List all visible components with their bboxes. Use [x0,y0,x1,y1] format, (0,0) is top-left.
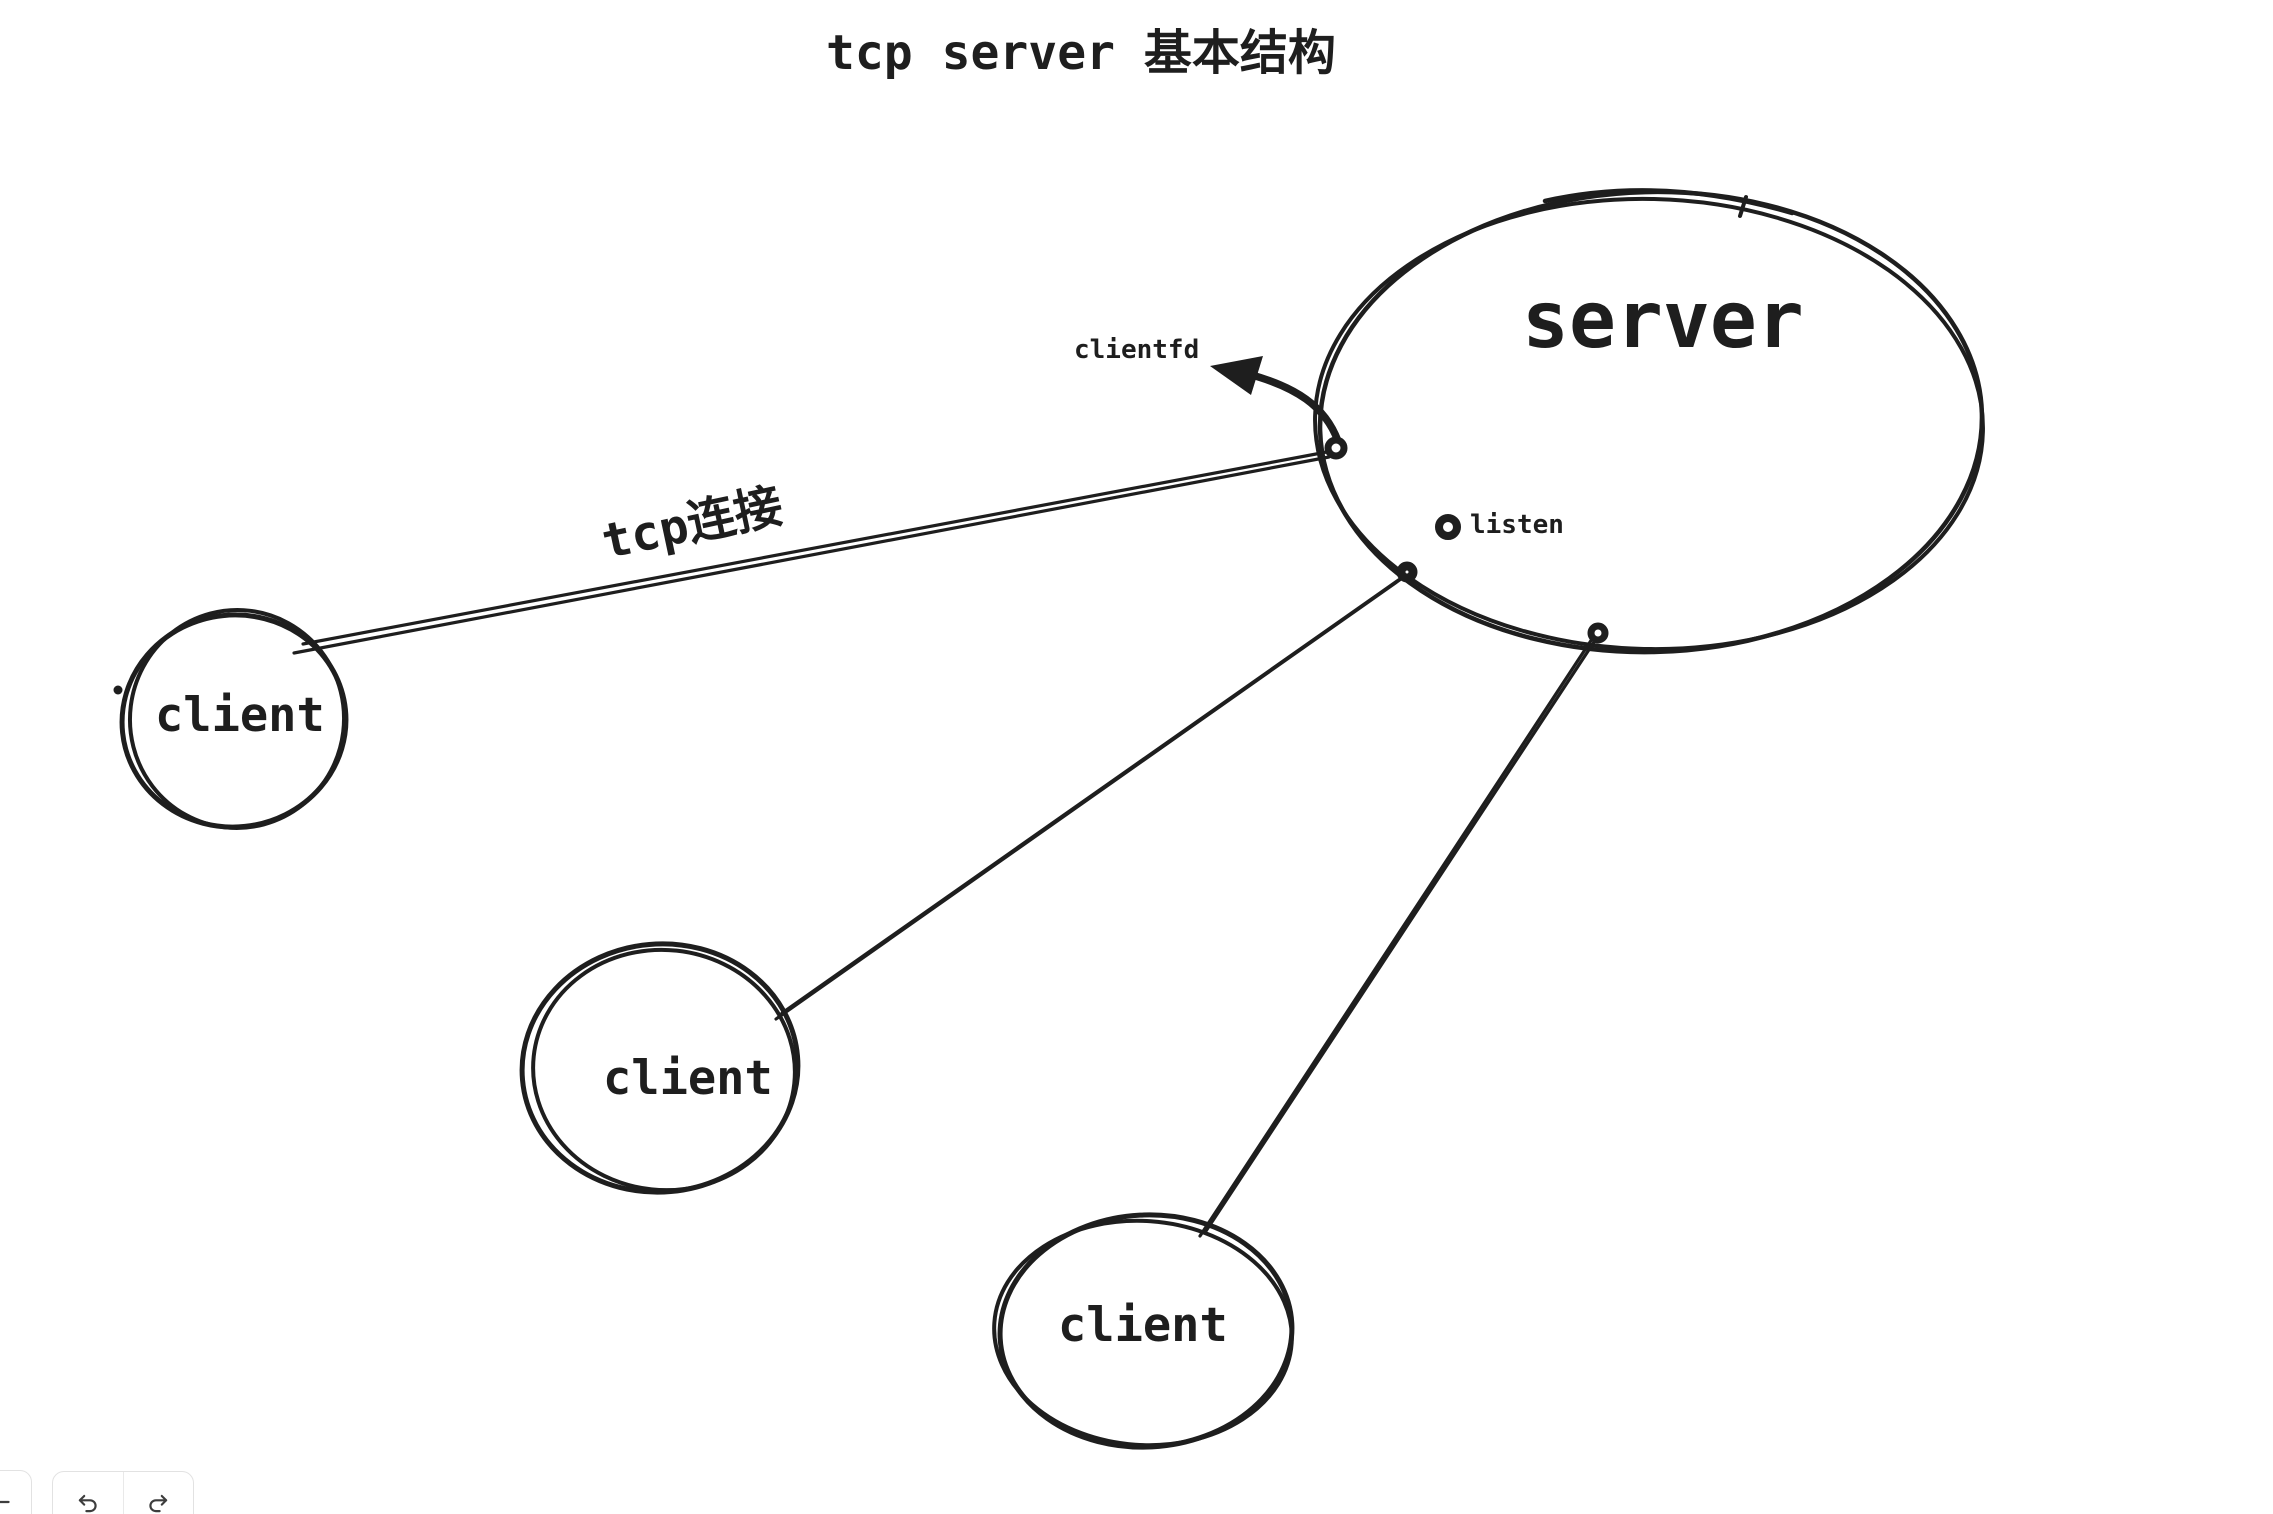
redo-arrow-icon [149,1494,168,1513]
undo-redo-island [52,1471,194,1514]
client-circle-bottom[interactable] [987,1208,1300,1456]
tcp-connection-line-bottom[interactable] [1198,634,1600,1238]
clientfd-label[interactable]: clientfd [1074,335,1200,365]
diagram-title[interactable]: tcp server 基本结构 [826,25,1336,81]
stray-dot[interactable] [113,685,123,695]
undo-arrow-icon [78,1494,97,1513]
undo-button[interactable] [53,1472,123,1514]
zoom-out-button[interactable] [0,1471,31,1514]
client-label-bottom[interactable]: client [1058,1298,1228,1353]
tcp-connection-line-left[interactable] [292,449,1334,655]
client-circle-left[interactable] [112,598,357,840]
socket-node-middle[interactable] [1396,561,1418,583]
clientfd-arrow[interactable] [1210,356,1342,445]
tcp-connection-line-middle[interactable] [774,572,1409,1021]
minus-icon [0,1500,10,1504]
socket-node-bottom[interactable] [1587,622,1609,644]
client-circle-middle[interactable] [512,932,809,1203]
arrowhead-icon [1210,356,1263,395]
client-label-left[interactable]: client [155,688,325,743]
redo-button[interactable] [122,1472,194,1514]
server-ellipse[interactable] [1310,183,1988,660]
clientfd-socket-node[interactable] [1324,436,1348,460]
server-label[interactable]: server [1522,276,1804,366]
listen-label[interactable]: listen [1470,510,1564,540]
listen-socket-dot[interactable] [1435,514,1461,540]
zoom-control-island [0,1470,32,1514]
client-label-middle[interactable]: client [603,1051,773,1106]
